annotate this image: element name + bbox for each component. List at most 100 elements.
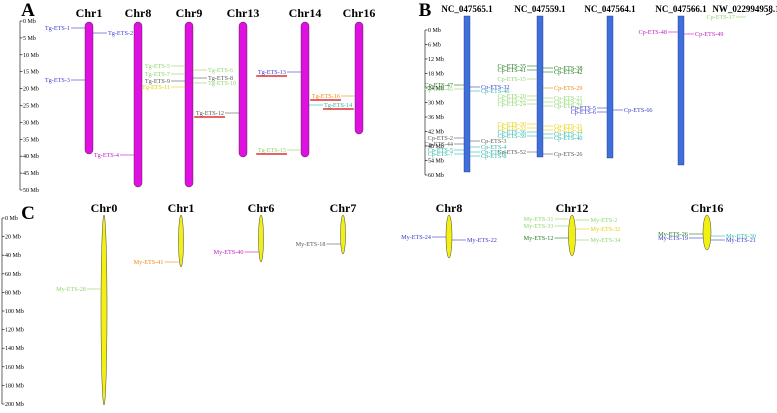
scale-tick-label: 15 Mb xyxy=(23,70,39,76)
scale-tick-label: 36 Mb xyxy=(428,115,444,121)
chromosome-bar xyxy=(238,21,248,158)
scale-tick-label: 54 Mb xyxy=(428,159,444,165)
gene-label: Cp-ETS-5 xyxy=(571,105,596,112)
gene-label: My-ETS-30 xyxy=(726,233,756,240)
gene-label: Cp-ETS-3 xyxy=(481,138,506,145)
gene-label: Tg-ETS-1 xyxy=(45,25,70,32)
gene-label: Cp-ETS-39 xyxy=(497,133,526,140)
scale-tick-label: 0 Mb xyxy=(428,28,441,34)
gene-label: Tg-ETS-14 xyxy=(324,102,352,109)
scale-tick-label: 0 Mb xyxy=(23,19,36,25)
scale-tick-label: 50 Mb xyxy=(23,188,39,194)
chromosome-title: NC_047559.1 xyxy=(514,4,566,14)
gene-label: Cp-ETS-22 xyxy=(497,97,526,104)
chromosome-title: Chr7 xyxy=(330,201,357,215)
scale-tick-label: 5 Mb xyxy=(23,36,36,42)
chromosome-bar xyxy=(445,214,453,259)
chromosome-bar xyxy=(100,214,108,406)
gene-label: Tg-ETS-8 xyxy=(208,75,233,82)
gene-label: Cp-ETS-20 xyxy=(497,93,526,100)
gene-label: Cp-ETS-41 xyxy=(497,67,526,74)
gene-label: Cp-ETS-45 xyxy=(424,86,453,93)
scale-tick-label: 10 Mb xyxy=(23,53,39,59)
gene-label-layer: Tg-ETS-1Tg-ETS-2Tg-ETS-3Tg-ETS-4Tg-ETS-5… xyxy=(45,14,756,293)
chromosome-bar xyxy=(606,15,614,159)
chromosome-title: Chr6 xyxy=(248,201,275,215)
gene-label: Tg-ETS-7 xyxy=(145,71,170,78)
chromosome-bar xyxy=(258,214,264,263)
scale-tick-label: 45 Mb xyxy=(23,171,39,177)
gene-label: Tg-ETS-12 xyxy=(196,110,224,117)
gene-label: My-ETS-19 xyxy=(658,235,688,242)
gene-label: Cp-ETS-46 xyxy=(481,88,510,95)
scale-tick-label: 40 Mb xyxy=(23,154,39,160)
gene-label: Cp-ETS-7 xyxy=(428,151,453,158)
chromosome-title: Chr12 xyxy=(556,201,589,215)
scale-tick-label: 12 Mb xyxy=(428,57,444,63)
chromosome-title: NC_047566.1 xyxy=(655,4,707,14)
scale-tick-label: 18 Mb xyxy=(428,72,444,78)
gene-label: Cp-ETS-37 xyxy=(554,131,583,138)
gene-label: Cp-ETS-6 xyxy=(481,149,506,156)
gene-label: Cp-ETS-33 xyxy=(497,125,526,132)
scale-tick-label: 0 Mb xyxy=(5,216,18,222)
gene-label: Cp-ETS-35 xyxy=(497,63,526,70)
gene-label: Cp-ETS-29 xyxy=(554,85,583,92)
scale-tick-label: 180 Mb xyxy=(5,383,24,389)
gene-label: Tg-ETS-13 xyxy=(258,69,286,76)
gene-label: My-ETS-21 xyxy=(726,237,756,244)
chromosome-title: Chr14 xyxy=(289,6,322,20)
gene-label: Cp-ETS-47 xyxy=(424,82,453,89)
gene-label: Cp-ETS-66 xyxy=(624,107,653,114)
gene-label: Cp-ETS-2 xyxy=(428,135,453,142)
gene-label: Cp-ETS-49 xyxy=(695,31,724,38)
gene-label: Cp-ETS-15 xyxy=(497,76,526,83)
chromosome-title: Chr16 xyxy=(343,6,376,20)
chromosome-bar xyxy=(184,21,194,188)
chromosome-title: Chr13 xyxy=(227,6,260,20)
gene-label: Tg-ETS-9 xyxy=(145,78,170,85)
gene-label: Cp-ETS-25 xyxy=(554,103,583,110)
gene-label: Cp-ETS-34 xyxy=(554,127,583,134)
gene-label: Cp-ETS-23 xyxy=(554,99,583,106)
gene-label: Cp-ETS-52 xyxy=(497,149,526,156)
gene-label: Tg-ETS-16 xyxy=(312,93,340,100)
chromosome-title: Chr9 xyxy=(176,6,203,20)
gene-label: Tg-ETS-6 xyxy=(208,67,233,74)
gene-label: Cp-ETS-30 xyxy=(497,121,526,128)
gene-label: Cp-ETS-42 xyxy=(554,69,583,76)
gene-label: Cp-ETS-40 xyxy=(554,135,583,142)
gene-label: Cp-ETS-4 xyxy=(481,144,506,151)
gene-label: My-ETS-24 xyxy=(401,234,431,241)
gene-label: Tg-ETS-3 xyxy=(45,77,70,84)
panel-letter-c: C xyxy=(21,203,35,224)
chromosome-bar xyxy=(702,214,712,251)
chromosome-title: NW_022994958.1 xyxy=(712,4,777,14)
gene-label: My-ETS-2 xyxy=(591,217,618,224)
gene-label: Cp-ETS-26 xyxy=(554,151,583,158)
gene-label: My-ETS-28 xyxy=(56,286,86,293)
scale-tick-label: 120 Mb xyxy=(5,328,24,334)
gene-label: Cp-ETS-44 xyxy=(424,141,453,148)
gene-label: My-ETS-12 xyxy=(524,235,554,242)
gene-label: My-ETS-32 xyxy=(591,226,621,233)
scale-tick-label: 20 Mb xyxy=(23,87,39,93)
scale-tick-label: 200 Mb xyxy=(5,402,24,408)
scale-tick-label: 80 Mb xyxy=(5,290,21,296)
gene-label: Cp-ETS-8 xyxy=(481,153,506,160)
scale-tick-label: 30 Mb xyxy=(23,120,39,126)
gene-label: Tg-ETS-10 xyxy=(208,80,236,87)
gene-label: My-ETS-22 xyxy=(467,237,497,244)
chromosome-title: Chr16 xyxy=(691,201,724,215)
chromosome-title: Chr8 xyxy=(436,201,463,215)
chromosome-bar xyxy=(300,21,310,158)
chromosome-title: NC_047565.1 xyxy=(441,4,493,14)
chromosome-title: Chr1 xyxy=(168,201,195,215)
scale-tick-label: 100 Mb xyxy=(5,309,24,315)
chromosome-title: NC_047564.1 xyxy=(584,4,636,14)
chromosome-bar xyxy=(536,15,544,158)
scale-tick-label: 35 Mb xyxy=(23,137,39,143)
chromosome-layer xyxy=(84,11,773,406)
